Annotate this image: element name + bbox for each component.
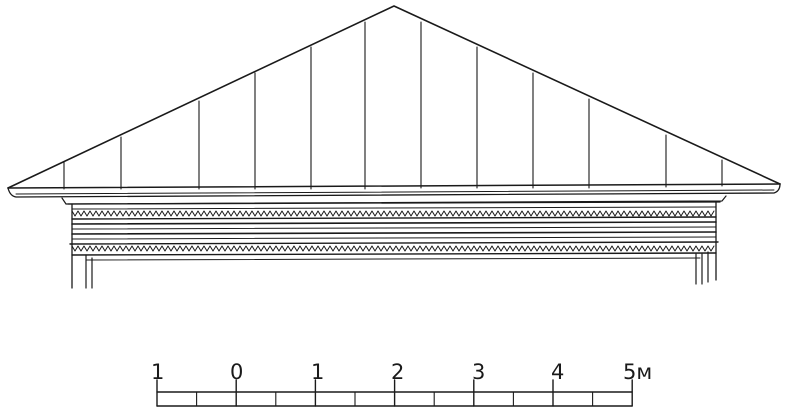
dentil-band-lower bbox=[71, 245, 715, 252]
scale-label-minus-1: 1 bbox=[151, 360, 164, 384]
scale-label-2: 2 bbox=[391, 360, 404, 384]
scale-bar-ticks bbox=[156, 379, 633, 407]
scale-label-5m: 5м bbox=[623, 360, 652, 384]
horizontal-cornice bbox=[7, 183, 781, 205]
dentil-band-upper bbox=[71, 210, 715, 217]
scale-label-0: 0 bbox=[230, 360, 243, 384]
pediment bbox=[7, 5, 781, 190]
entablature bbox=[67, 201, 721, 289]
scale-label-4: 4 bbox=[551, 360, 564, 384]
scale-bar-labels: 1 0 1 2 3 4 5м bbox=[151, 360, 652, 384]
tympanum-joints bbox=[63, 21, 723, 190]
scale-label-1: 1 bbox=[311, 360, 324, 384]
raking-cornice bbox=[7, 5, 781, 189]
scale-bar: 1 0 1 2 3 4 5м bbox=[151, 360, 652, 407]
scale-label-3: 3 bbox=[472, 360, 485, 384]
